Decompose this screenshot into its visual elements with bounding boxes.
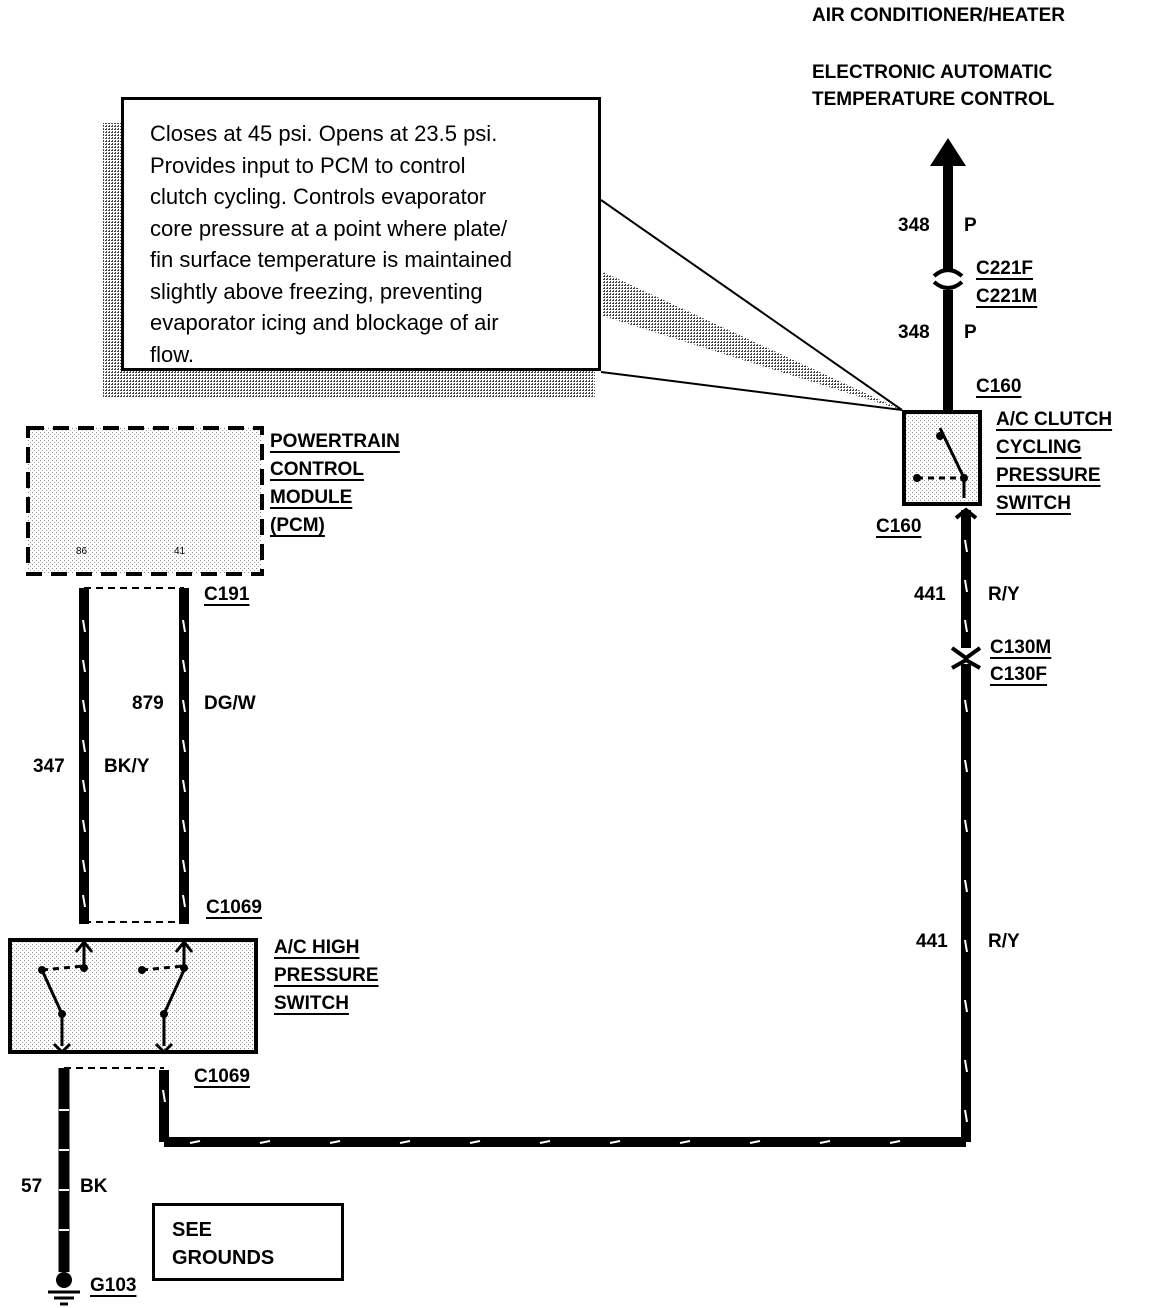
destination-line-2: TEMPERATURE CONTROL — [812, 89, 1055, 110]
wire-441-lower-circuit: 441 — [916, 931, 948, 952]
wire-441-stripes — [162, 539, 968, 1144]
wire-348-upper-color: P — [964, 215, 977, 236]
pcm-pin-86: 86 — [76, 546, 88, 557]
pcm-body — [26, 426, 264, 576]
see-grounds-line: GROUNDS — [172, 1247, 275, 1269]
see-grounds-line: SEE — [172, 1219, 213, 1241]
high-pressure-switch-body — [8, 938, 258, 1054]
note-line: Closes at 45 psi. Opens at 23.5 psi. — [150, 121, 498, 146]
cycling-switch-body — [902, 410, 982, 506]
wire-879-circuit: 879 — [132, 693, 164, 714]
wire-441-upper-circuit: 441 — [914, 584, 946, 605]
pcm-label-line: (PCM) — [270, 515, 325, 536]
connector-c130m: C130M — [990, 637, 1052, 658]
cycling-switch-label-line: CYCLING — [996, 437, 1082, 458]
switch-description-note: Closes at 45 psi. Opens at 23.5 psi. Pro… — [121, 97, 601, 371]
see-grounds-box[interactable]: SEE GROUNDS — [152, 1203, 344, 1281]
wire-879-color: DG/W — [204, 693, 256, 714]
connector-c130f: C130F — [990, 664, 1048, 685]
wire-347-circuit: 347 — [33, 756, 65, 777]
high-pressure-switch-label-line: SWITCH — [274, 993, 349, 1014]
note-line: clutch cycling. Controls evaporator — [150, 184, 487, 209]
wire-441-lower-color: R/Y — [988, 931, 1020, 952]
pcm-label-line: CONTROL — [270, 459, 364, 480]
connector-c221m: C221M — [976, 286, 1038, 307]
callout-shadow-wedge — [603, 272, 902, 410]
wire-348-lower-color: P — [964, 322, 977, 343]
connector-c1069-top: C1069 — [206, 897, 262, 918]
ground-g103: G103 — [90, 1275, 137, 1296]
high-pressure-switch-label-line: A/C HIGH — [274, 937, 360, 958]
connector-c1069-bottom: C1069 — [194, 1066, 250, 1087]
wire-441-upper-color: R/Y — [988, 584, 1020, 605]
cycling-switch-label-line: PRESSURE — [996, 465, 1101, 486]
connector-c221-icon — [932, 268, 964, 290]
note-line: Provides input to PCM to control — [150, 152, 466, 178]
wire-57-circuit: 57 — [21, 1176, 43, 1197]
note-line: fin surface temperature is maintained — [150, 247, 512, 272]
note-line: evaporator icing and blockage of air — [150, 310, 499, 335]
arrow-up-icon — [930, 138, 966, 166]
pcm-pin-41: 41 — [174, 546, 186, 557]
connector-c130-icon — [950, 646, 982, 670]
connector-c191: C191 — [204, 584, 250, 605]
pcm-label-line: MODULE — [270, 487, 353, 508]
destination-line-1: ELECTRONIC AUTOMATIC — [812, 62, 1053, 83]
connector-c160-bottom: C160 — [876, 516, 922, 537]
wire-57-color: BK — [80, 1176, 108, 1197]
cycling-switch-label-line: SWITCH — [996, 493, 1071, 514]
note-line: core pressure at a point where plate/ — [150, 215, 508, 241]
connector-c160-pin-icon — [954, 507, 978, 520]
note-line: slightly above freezing, preventing — [150, 278, 483, 304]
wire-348-upper-circuit: 348 — [898, 215, 930, 236]
cycling-switch-label-line: A/C CLUTCH — [996, 409, 1113, 430]
system-title: AIR CONDITIONER/HEATER — [812, 5, 1065, 26]
ground-icon — [48, 1272, 80, 1306]
connector-c160-top: C160 — [976, 376, 1022, 397]
high-pressure-switch-label-line: PRESSURE — [274, 965, 379, 986]
wire-348-lower-circuit: 348 — [898, 322, 930, 343]
connector-c221f: C221F — [976, 258, 1034, 279]
note-line: flow. — [150, 341, 195, 367]
high-pressure-switch-contacts-icon — [40, 939, 194, 1055]
pcm-label-line: POWERTRAIN — [270, 431, 400, 452]
wire-441 — [159, 510, 971, 1147]
wire-347-color: BK/Y — [104, 756, 150, 777]
